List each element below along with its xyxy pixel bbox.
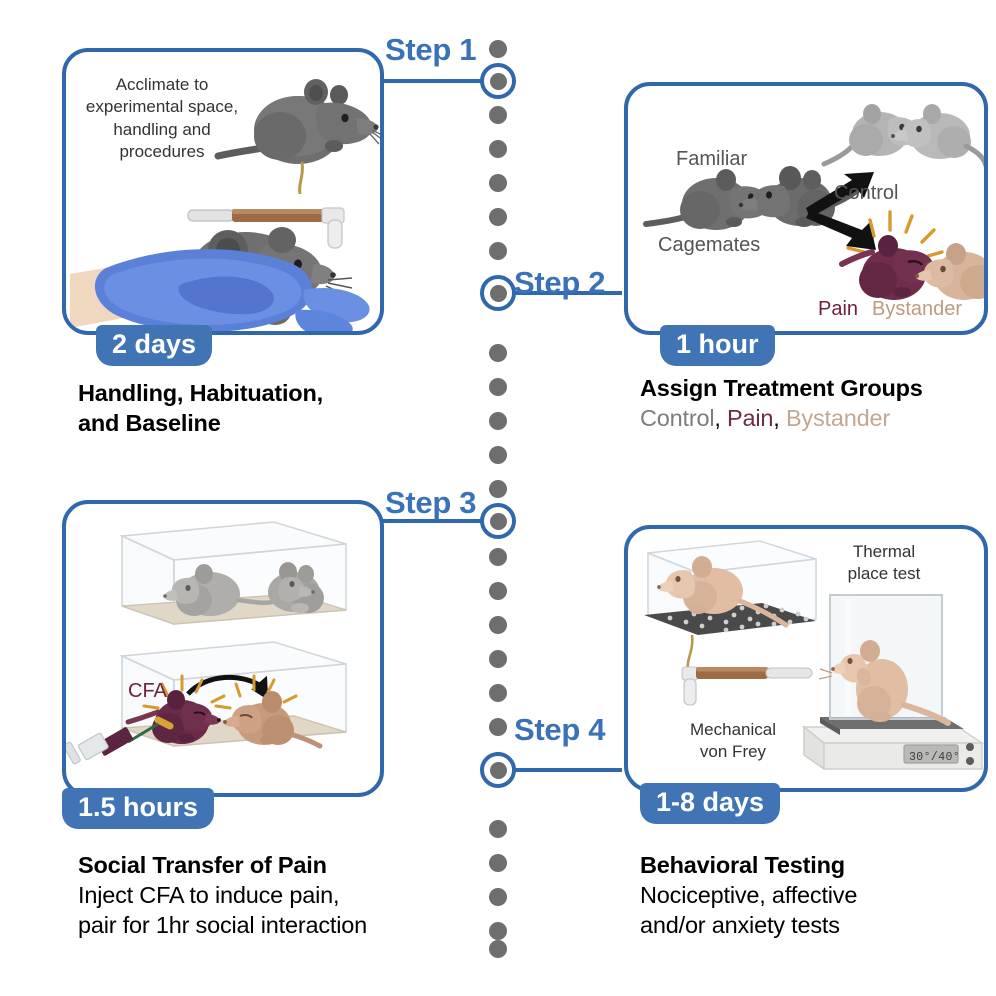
caption-group-bystander: Bystander (785, 405, 890, 432)
label-group-control: Control (834, 182, 899, 204)
label-group-bystander: Bystander (872, 298, 963, 320)
caption-step-4-sub-line2: and/or anxiety tests (640, 912, 840, 939)
von-frey-mesh-chamber-illustration (644, 540, 817, 706)
timeline-dot (489, 684, 507, 702)
connector-step-4 (512, 768, 622, 772)
step-label-3: Step 3 (385, 485, 477, 520)
thermal-place-test-apparatus-illustration (802, 594, 984, 771)
timeline-dot (489, 412, 507, 430)
timeline-dot (489, 106, 507, 124)
label-familiar: Familiar (676, 148, 748, 170)
timeline-dot (489, 922, 507, 940)
timeline-dot (489, 888, 507, 906)
label-cfa: CFA (128, 680, 167, 702)
timeline-dot (489, 650, 507, 668)
timeline-dot (489, 378, 507, 396)
step-label-2: Step 2 (514, 265, 606, 300)
panel-step-1: Acclimate to experimental space, handlin… (62, 48, 384, 335)
caption-step-2: Assign Treatment Groups Control, Pain, B… (640, 373, 923, 433)
timeline-node-step-3[interactable] (480, 503, 516, 539)
caption-step-4: Behavioral Testing Nociceptive, affectiv… (640, 850, 857, 940)
badge-duration-step-2: 1 hour (660, 325, 775, 367)
caption-step-1: Handling, Habituation, and Baseline (78, 378, 323, 438)
timeline-dot (489, 140, 507, 158)
badge-duration-step-3: 1.5 hours (62, 788, 215, 830)
caption-step-3-sub-line1: Inject CFA to induce pain, (78, 882, 340, 909)
panel-step-2: Familiar Cagemates Control Pain Bystande… (624, 82, 988, 335)
caption-step-3-title: Social Transfer of Pain (78, 852, 327, 878)
timeline-node-step-2[interactable] (480, 275, 516, 311)
timeline-dot (489, 480, 507, 498)
timeline-dot (489, 446, 507, 464)
timeline-dot (489, 582, 507, 600)
caption-group-pain: Pain (727, 405, 774, 432)
timeline-node-step-1[interactable] (480, 63, 516, 99)
caption-step-4-title: Behavioral Testing (640, 852, 845, 878)
timeline-dot (489, 854, 507, 872)
connector-step-3 (380, 519, 484, 523)
caption-sep-2: , (773, 405, 786, 432)
panel-step-3: CFA (62, 500, 384, 797)
timeline-dot (489, 344, 507, 362)
connector-step-1 (380, 79, 484, 83)
label-cagemates: Cagemates (658, 234, 761, 256)
timeline-dot (489, 242, 507, 260)
caption-step-3: Social Transfer of Pain Inject CFA to in… (78, 850, 367, 940)
caption-step-2-subtitle: Control, Pain, Bystander (640, 403, 923, 433)
caption-step-2-title: Assign Treatment Groups (640, 375, 923, 401)
caption-step-1-title-line1: Handling, Habituation, (78, 380, 323, 406)
step-label-1: Step 1 (385, 32, 477, 67)
von-frey-filament-handle (187, 207, 345, 249)
caption-step-3-sub-line2: pair for 1hr social interaction (78, 912, 367, 939)
timeline-dot (489, 820, 507, 838)
step-label-4: Step 4 (514, 712, 606, 747)
timeline-dot (489, 174, 507, 192)
caption-step-1-title-line2: and Baseline (78, 410, 221, 437)
step1-instruction-text: Acclimate to experimental space, handlin… (85, 75, 239, 162)
gloved-hand-holding-mouse-illustration (70, 227, 370, 331)
timeline-node-step-4[interactable] (480, 752, 516, 788)
timeline-dot (489, 940, 507, 958)
mouse-on-filament-illustration (214, 79, 380, 195)
baseline-cage-illustration (118, 521, 347, 626)
treatment-group-assignment-illustration (643, 104, 984, 300)
timeline-dot (489, 208, 507, 226)
timeline-dot (489, 40, 507, 58)
caption-sep-1: , (714, 405, 728, 432)
label-group-pain: Pain (818, 298, 859, 320)
connector-step-2 (512, 291, 622, 295)
badge-duration-step-4: 1-8 days (640, 783, 781, 825)
caption-step-4-sub-line1: Nociceptive, affective (640, 882, 858, 909)
social-transfer-cage-illustration (66, 641, 347, 765)
timeline-dot (489, 718, 507, 736)
timeline-dot (489, 548, 507, 566)
thermal-device-display: 30°/40° (909, 751, 961, 764)
timeline-dot (489, 616, 507, 634)
caption-group-control: Control (640, 405, 715, 432)
badge-duration-step-1: 2 days (96, 325, 213, 367)
